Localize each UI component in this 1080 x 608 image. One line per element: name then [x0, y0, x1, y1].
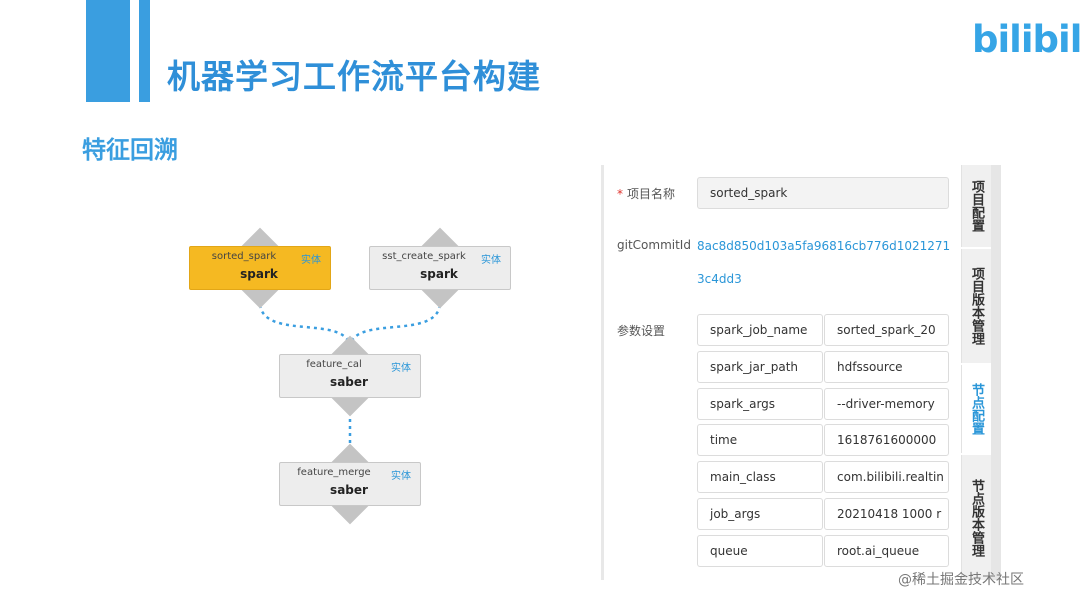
dag-node-feature-merge[interactable]: feature_merge 实体 saber	[279, 443, 421, 525]
edge-sorted-spark-to-feature-cal	[258, 304, 352, 347]
workflow-dag: sorted_spark 实体 spark sst_create_spark 实…	[170, 220, 550, 530]
bilibili-logo: bilibili	[972, 18, 1080, 61]
node-entity-tag: 实体	[391, 471, 411, 482]
dag-node-sst-create-spark[interactable]: sst_create_spark 实体 spark	[369, 227, 511, 309]
node-box	[369, 246, 511, 290]
project-name-label: * 项目名称	[617, 185, 675, 202]
watermark: @稀土掘金技术社区	[898, 572, 1024, 588]
node-box	[279, 354, 421, 398]
node-type: spark	[420, 267, 458, 281]
tab-project-config[interactable]: 项目配置	[961, 165, 991, 247]
node-name: sorted_spark	[211, 251, 277, 262]
node-box	[189, 246, 331, 290]
param-value-input[interactable]: sorted_spark_20	[824, 314, 949, 346]
git-commit-label: gitCommitId	[617, 238, 691, 252]
node-entity-tag: 实体	[481, 255, 501, 266]
param-key-input[interactable]: job_args	[697, 498, 823, 530]
panel-divider	[601, 165, 604, 580]
edge-sst-create-spark-to-feature-cal	[348, 304, 442, 347]
page-title: 机器学习工作流平台构建	[167, 57, 541, 96]
param-key-input[interactable]: time	[697, 424, 823, 456]
section-subtitle: 特征回溯	[82, 136, 178, 164]
param-value-input[interactable]: hdfssource	[824, 351, 949, 383]
required-mark: *	[617, 187, 623, 201]
header-accent-bar	[86, 0, 130, 102]
git-commit-value[interactable]: 8ac8d850d103a5fa96816cb776d10212713c4dd3	[697, 239, 951, 286]
node-entity-tag: 实体	[301, 255, 321, 266]
param-value-input[interactable]: 1618761600000	[824, 424, 949, 456]
project-name-input[interactable]: sorted_spark	[697, 177, 949, 209]
node-type: spark	[240, 267, 278, 281]
tab-node-version[interactable]: 节点版本管理	[961, 455, 991, 580]
node-name: sst_create_spark	[382, 251, 466, 262]
param-value-input[interactable]: 20210418 1000 r	[824, 498, 949, 530]
tab-project-version[interactable]: 项目版本管理	[961, 249, 991, 363]
params-label: 参数设置	[617, 324, 666, 338]
vertical-tabs: 项目配置 项目版本管理 节点配置 节点版本管理	[961, 165, 991, 580]
param-key-input[interactable]: spark_job_name	[697, 314, 823, 346]
param-value-input[interactable]: com.bilibili.realtin	[824, 461, 949, 493]
project-name-label-text: 项目名称	[627, 187, 676, 201]
param-value-input[interactable]: --driver-memory	[824, 388, 949, 420]
param-key-input[interactable]: main_class	[697, 461, 823, 493]
header-accent-bar-thin	[139, 0, 150, 102]
param-key-input[interactable]: queue	[697, 535, 823, 567]
node-type: saber	[330, 483, 368, 497]
tabs-edge	[991, 165, 1001, 580]
param-key-input[interactable]: spark_args	[697, 388, 823, 420]
dag-node-sorted-spark[interactable]: sorted_spark 实体 spark	[189, 227, 331, 309]
node-name: feature_merge	[297, 467, 371, 478]
dag-node-feature-cal[interactable]: feature_cal 实体 saber	[279, 335, 421, 417]
node-name: feature_cal	[306, 359, 362, 370]
node-type: saber	[330, 375, 368, 389]
param-value-input[interactable]: root.ai_queue	[824, 535, 949, 567]
tab-node-config[interactable]: 节点配置	[961, 365, 991, 453]
param-key-input[interactable]: spark_jar_path	[697, 351, 823, 383]
node-entity-tag: 实体	[391, 363, 411, 374]
node-box	[279, 462, 421, 506]
